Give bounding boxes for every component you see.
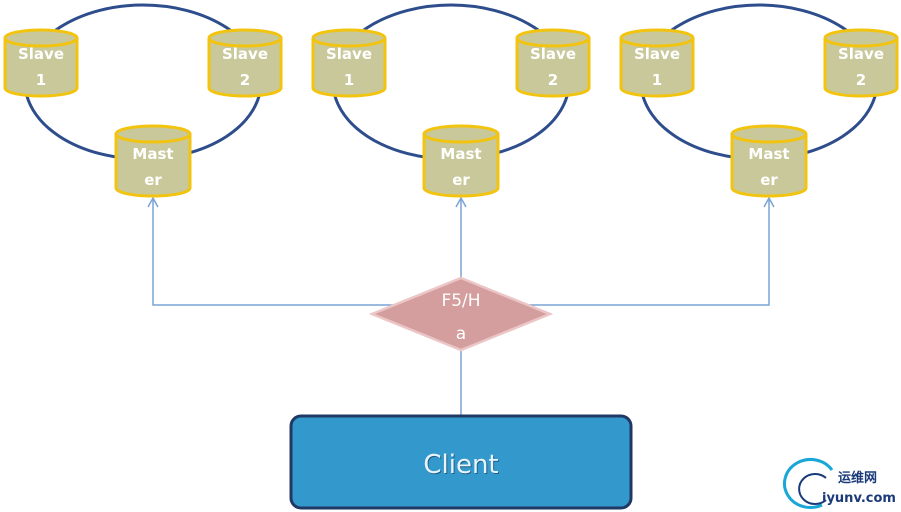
slave-1-label-line2: 1 — [652, 71, 662, 89]
master-label-line2: er — [452, 171, 470, 189]
swirl-logo-icon — [783, 457, 834, 509]
watermark: 运维网 iyunv.com — [783, 457, 896, 509]
client-label: Client — [423, 450, 498, 480]
arrowhead-master-1 — [147, 196, 159, 208]
master-cylinder: Mast er — [730, 124, 808, 198]
balancer-to-master-links — [147, 196, 775, 416]
slave-2-label-line1: Slave — [838, 45, 884, 63]
slave-2-label-line1: Slave — [530, 45, 576, 63]
slave-1-label-line2: 1 — [344, 71, 354, 89]
slave-1-cylinder: Slave 1 — [619, 28, 695, 98]
client-box — [289, 414, 633, 510]
master-cylinder: Mast er — [114, 124, 192, 198]
slave-2-label-line2: 2 — [548, 71, 558, 89]
arrowhead-master-2 — [455, 196, 467, 208]
balancer-diamond — [368, 276, 554, 352]
balancer-label-line1: F5/H — [441, 291, 480, 311]
slave-2-cylinder: Slave 2 — [515, 28, 591, 98]
slave-2-label-line1: Slave — [222, 45, 268, 63]
slave-2-label-line2: 2 — [856, 71, 866, 89]
master-label-line1: Mast — [132, 145, 173, 163]
watermark-domain-text: iyunv.com — [822, 491, 896, 506]
slave-2-cylinder: Slave 2 — [823, 28, 899, 98]
balancer-label-line2: a — [456, 324, 466, 344]
slave-1-label-line1: Slave — [326, 45, 372, 63]
master-label-line1: Mast — [440, 145, 481, 163]
load-balancer-node: F5/H a — [368, 276, 554, 352]
cluster-1: Slave 1 Slave 2 Mast er — [3, 3, 283, 198]
master-label-line2: er — [760, 171, 778, 189]
cluster-3: Slave 1 Slave 2 Mast er — [619, 3, 899, 198]
master-cylinder: Mast er — [422, 124, 500, 198]
master-label-line1: Mast — [748, 145, 789, 163]
slave-1-label-line1: Slave — [634, 45, 680, 63]
slave-1-cylinder: Slave 1 — [3, 28, 79, 98]
client-label-shadow: Client — [424, 451, 499, 481]
arrowhead-master-3 — [763, 196, 775, 208]
slave-1-label-line1: Slave — [18, 45, 64, 63]
watermark-cn-text: 运维网 — [838, 470, 877, 486]
master-label-line2: er — [144, 171, 162, 189]
slave-2-cylinder: Slave 2 — [207, 28, 283, 98]
client-node: Client Client — [289, 414, 633, 510]
link-to-master-1 — [152, 199, 461, 306]
slave-2-label-line2: 2 — [240, 71, 250, 89]
slave-1-label-line2: 1 — [36, 71, 46, 89]
link-to-master-3 — [461, 199, 770, 306]
cluster-2: Slave 1 Slave 2 Mast er — [311, 3, 591, 198]
slave-1-cylinder: Slave 1 — [311, 28, 387, 98]
